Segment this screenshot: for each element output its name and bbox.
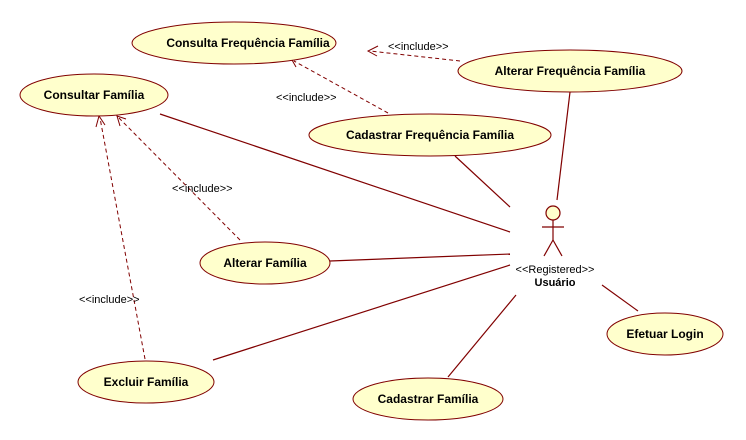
use-case-excluir-familia[interactable] — [77, 360, 215, 404]
assoc-efetuar-login — [601, 284, 639, 312]
assoc-excluir-familia — [212, 264, 511, 361]
assoc-consultar-familia — [159, 113, 511, 233]
use-case-consulta-frequencia-familia[interactable] — [131, 21, 337, 65]
label-alterar-frequencia-familia: Alterar Frequência Família — [495, 64, 646, 78]
actor-usuario[interactable] — [542, 205, 564, 257]
include-label-cadastrar-freq: <<include>> — [276, 92, 337, 104]
label-alterar-familia: Alterar Família — [223, 256, 307, 270]
assoc-cadastrar-frequencia — [454, 155, 511, 208]
use-case-cadastrar-familia[interactable] — [352, 377, 504, 421]
include-cadastrar-freq-line — [293, 60, 389, 114]
actor-name: Usuário — [535, 277, 576, 289]
include-alterar-familia-arrowhead — [116, 115, 127, 127]
actor-left-leg — [543, 239, 554, 257]
actor-right-leg — [552, 239, 563, 257]
label-cadastrar-frequencia-familia: Cadastrar Frequência Família — [346, 128, 514, 142]
include-alterar-familia-line — [118, 117, 241, 241]
use-case-alterar-frequencia-familia[interactable] — [457, 49, 683, 93]
use-case-cadastrar-frequencia-familia[interactable] — [308, 113, 552, 157]
actor-head — [545, 205, 561, 221]
label-excluir-familia: Excluir Família — [104, 375, 189, 389]
include-label-alterar-familia: <<include>> — [172, 183, 233, 195]
include-excluir-familia-line — [99, 117, 146, 360]
label-consulta-frequencia-familia: Consulta Frequência Família — [166, 36, 330, 50]
include-alterar-freq-arrowhead — [366, 45, 379, 57]
assoc-alterar-familia — [329, 253, 511, 262]
assoc-cadastrar-familia — [447, 294, 517, 378]
label-consultar-familia: Consultar Família — [44, 88, 145, 102]
actor-stereotype: <<Registered>> — [516, 264, 595, 276]
use-case-consultar-familia[interactable] — [19, 73, 169, 117]
label-efetuar-login: Efetuar Login — [626, 327, 703, 341]
include-alterar-freq-line — [369, 50, 461, 62]
assoc-alterar-frequencia — [556, 91, 571, 201]
use-case-efetuar-login[interactable] — [606, 312, 724, 356]
use-case-alterar-familia[interactable] — [199, 241, 331, 285]
include-label-alterar-freq: <<include>> — [388, 41, 449, 53]
label-cadastrar-familia: Cadastrar Família — [378, 392, 479, 406]
include-label-excluir-familia: <<include>> — [79, 294, 140, 306]
